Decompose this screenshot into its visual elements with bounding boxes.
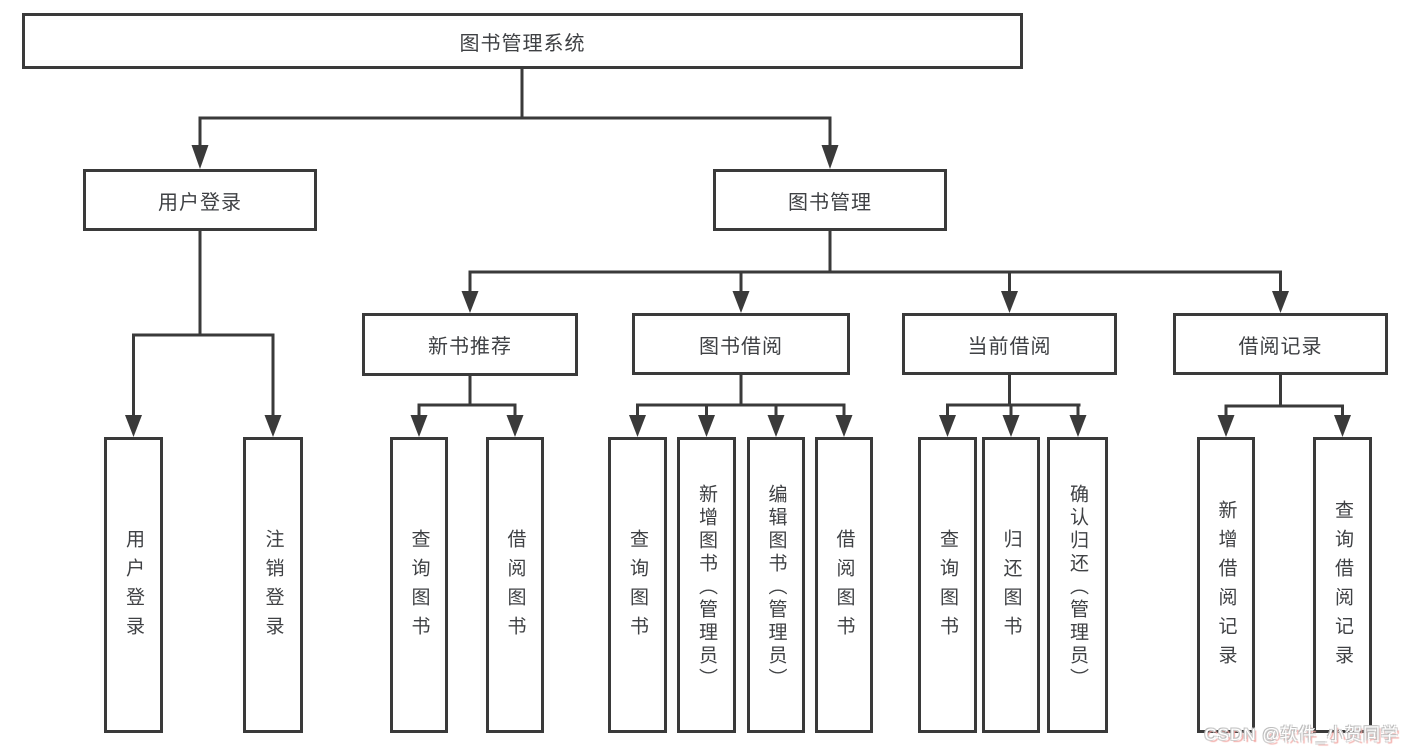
leaf-nbr-borrow-book: 借阅图书 xyxy=(486,437,544,733)
leaf-br-query-record-label: 查询借阅记录 xyxy=(1332,500,1353,674)
leaf-cb-return-book-label: 归还图书 xyxy=(1000,529,1022,645)
leaf-bb-query-book-label: 查询图书 xyxy=(627,529,648,645)
leaf-cb-confirm-return: 确认归还（管理员） xyxy=(1047,437,1108,733)
leaf-bb-add-book-label: 新增图书（管理员） xyxy=(696,483,717,691)
node-book-borrow: 图书借阅 xyxy=(632,313,850,375)
connector-user-login xyxy=(125,231,282,437)
node-borrow-records-label: 借阅记录 xyxy=(1238,335,1323,358)
node-root: 图书管理系统 xyxy=(22,13,1023,69)
leaf-br-add-record-label: 新增借阅记录 xyxy=(1215,500,1237,674)
csdn-watermark: CSDN @软件_小贺同学 xyxy=(1204,725,1399,744)
connector-book-mgmt xyxy=(461,231,1289,313)
connector-new-book-rec xyxy=(410,376,524,437)
connector-borrow-records xyxy=(1217,375,1351,437)
leaf-cb-query-book: 查询图书 xyxy=(918,437,977,733)
connector-book-borrow xyxy=(629,375,853,437)
node-book-mgmt-label: 图书管理 xyxy=(788,191,872,214)
leaf-logout-label: 注销登录 xyxy=(262,529,284,645)
node-book-mgmt: 图书管理 xyxy=(713,169,947,231)
leaf-cb-return-book: 归还图书 xyxy=(982,437,1040,733)
connector-root xyxy=(191,69,839,169)
node-new-book-rec: 新书推荐 xyxy=(362,313,578,376)
leaf-bb-edit-book-label: 编辑图书（管理员） xyxy=(765,483,787,691)
node-new-book-rec-label: 新书推荐 xyxy=(428,336,512,358)
leaf-bb-add-book: 新增图书（管理员） xyxy=(677,437,736,733)
node-current-borrow: 当前借阅 xyxy=(902,313,1117,375)
node-book-borrow-label: 图书借阅 xyxy=(699,335,783,358)
node-current-borrow-label: 当前借阅 xyxy=(967,335,1052,358)
leaf-bb-query-book: 查询图书 xyxy=(608,437,667,733)
node-borrow-records: 借阅记录 xyxy=(1173,313,1388,375)
leaf-bb-borrow-book: 借阅图书 xyxy=(815,437,873,733)
leaf-user-login-label: 用户登录 xyxy=(123,529,144,645)
connector-current-borrow xyxy=(939,375,1087,437)
leaf-logout: 注销登录 xyxy=(243,437,303,733)
leaf-cb-confirm-return-label: 确认归还（管理员） xyxy=(1067,483,1088,691)
node-user-login: 用户登录 xyxy=(83,169,317,231)
leaf-cb-query-book-label: 查询图书 xyxy=(937,529,958,645)
leaf-bb-edit-book: 编辑图书（管理员） xyxy=(747,437,805,733)
leaf-br-add-record: 新增借阅记录 xyxy=(1197,437,1255,733)
leaf-br-query-record: 查询借阅记录 xyxy=(1313,437,1372,733)
node-user-login-label: 用户登录 xyxy=(158,191,242,214)
leaf-nbr-borrow-book-label: 借阅图书 xyxy=(504,529,526,645)
leaf-nbr-query-book-label: 查询图书 xyxy=(408,529,430,645)
leaf-nbr-query-book: 查询图书 xyxy=(390,437,448,733)
leaf-user-login: 用户登录 xyxy=(104,437,163,733)
node-root-label: 图书管理系统 xyxy=(459,32,586,55)
leaf-bb-borrow-book-label: 借阅图书 xyxy=(833,529,855,645)
